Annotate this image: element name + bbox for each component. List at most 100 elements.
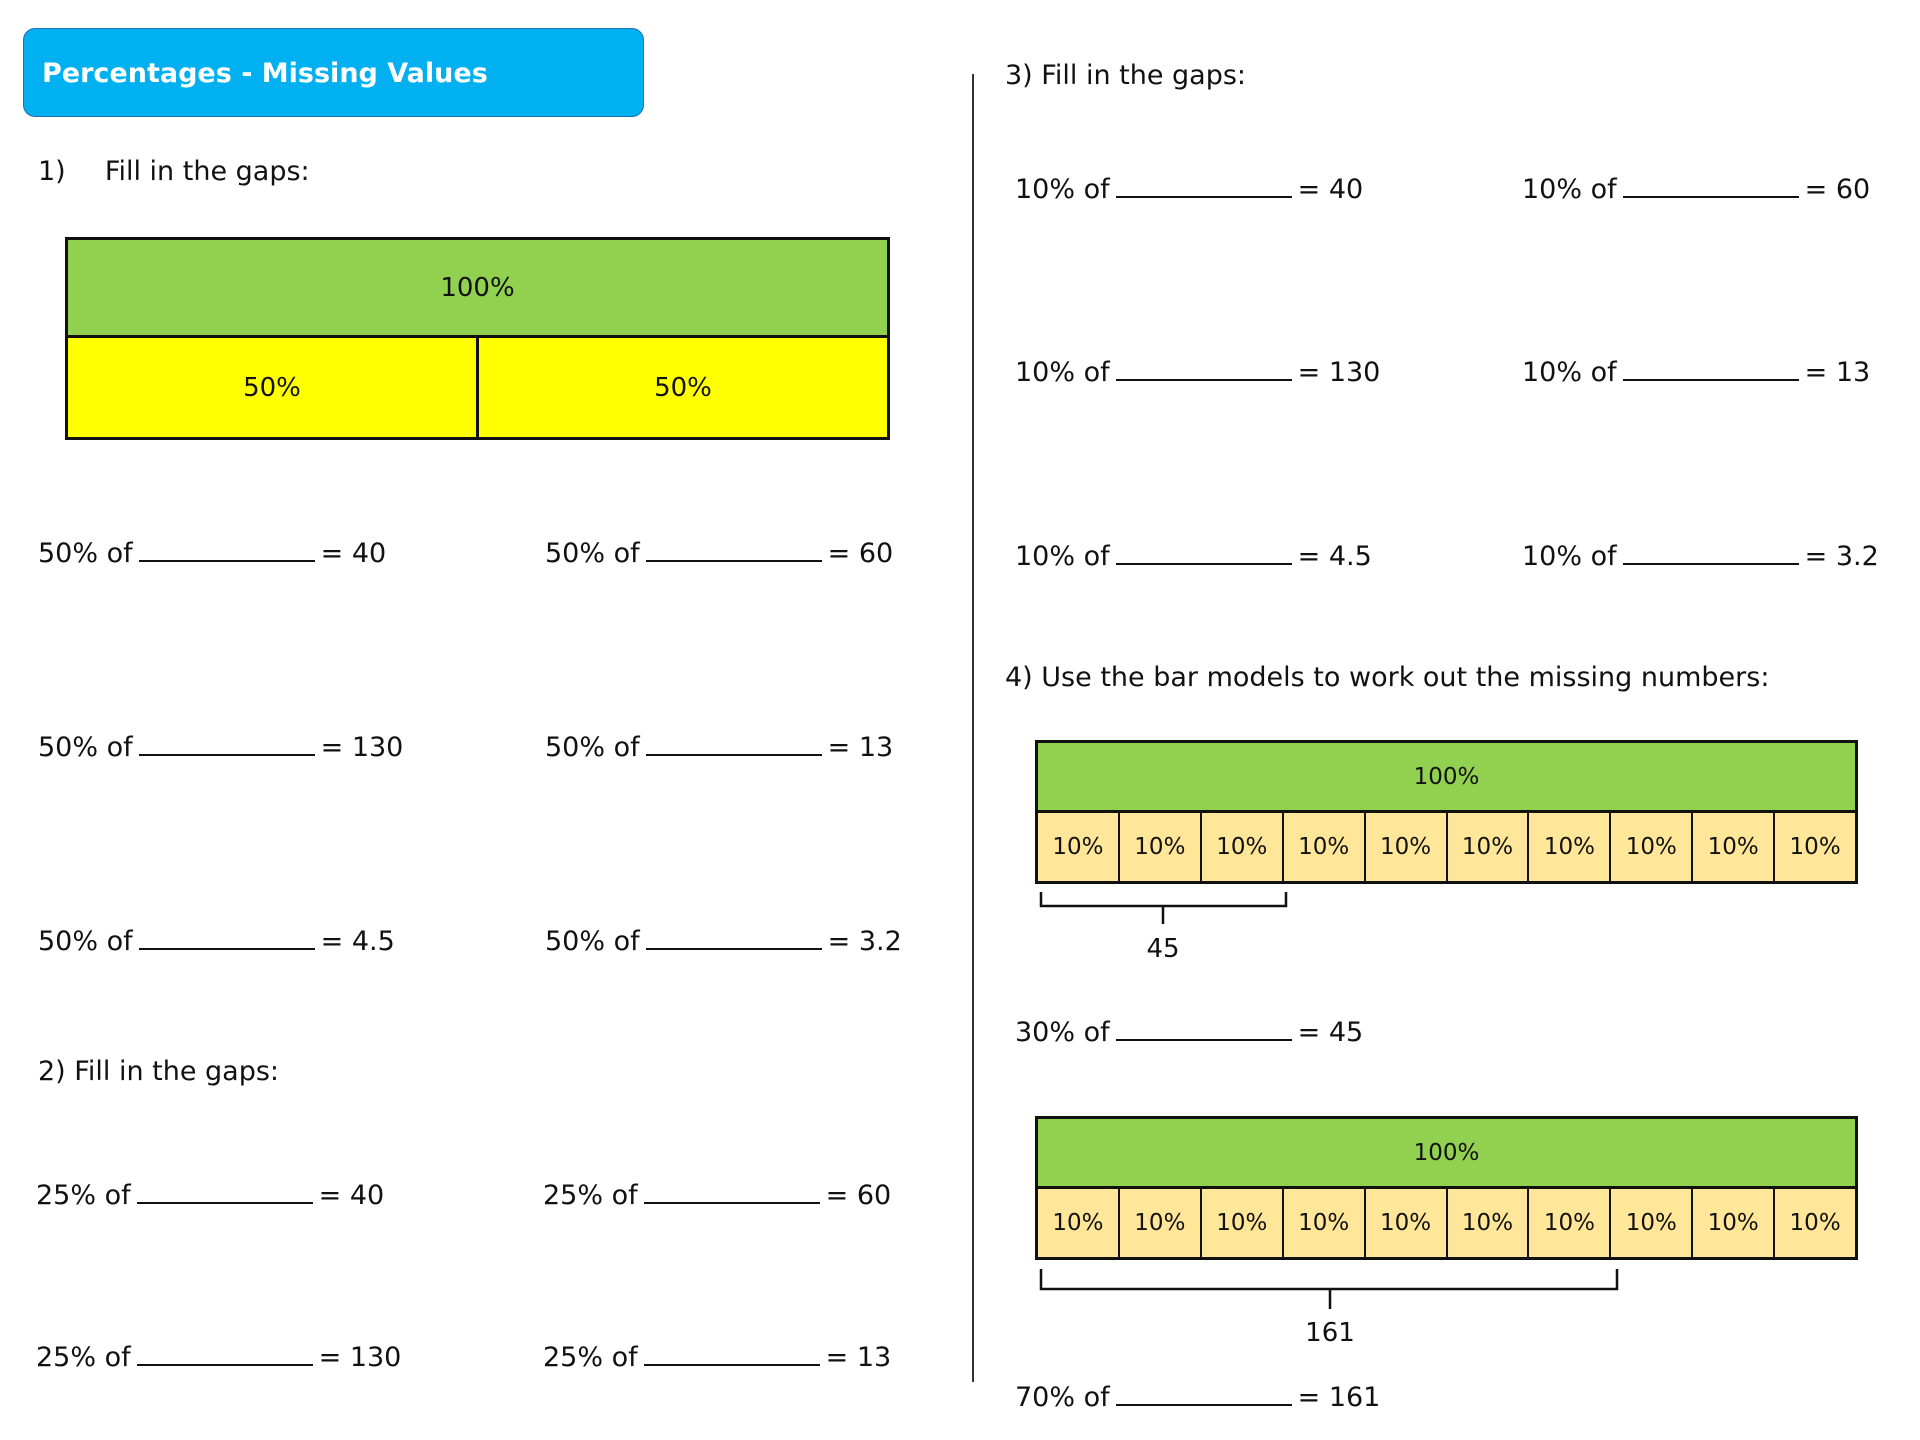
item-prefix: 10% of [1015,174,1110,205]
bar-part: 10% [1199,1189,1282,1257]
answer-blank[interactable] [136,1340,313,1366]
q2-heading: 2) Fill in the gaps: [38,1056,280,1087]
q1-bar-half-right: 50% [476,338,887,437]
answer-blank[interactable] [1115,539,1292,565]
item-prefix: 10% of [1015,357,1110,388]
answer-blank[interactable] [643,1340,820,1366]
answer-blank[interactable] [138,924,315,950]
bar-part: 10% [1117,813,1200,881]
bar-part: 10% [1527,813,1610,881]
q1-item-1: 50% of= 40 [38,536,386,572]
q3-item-4: 10% of = 13 [1522,355,1870,391]
answer-blank[interactable] [643,1178,820,1204]
bar-part: 10% [1527,1189,1610,1257]
q3-item-2: 10% of = 60 [1522,172,1870,208]
q1-bar-halves: 50% 50% [68,338,887,437]
item-prefix: 50% of [545,732,640,763]
answer-blank[interactable] [1622,539,1799,565]
q3-item-5: 10% of = 4.5 [1015,539,1372,575]
item-result: = 130 [320,732,404,763]
item-result: = 13 [825,1342,892,1373]
q4-brace-1 [1039,892,1288,924]
item-prefix: 50% of [545,926,640,957]
answer-blank[interactable] [645,536,822,562]
bar-part: 10% [1773,1189,1856,1257]
q4-bar-model-2: 100% 10% 10% 10% 10% 10% 10% 10% 10% 10%… [1035,1116,1858,1260]
item-result: = 13 [827,732,894,763]
q3-item-6: 10% of= 3.2 [1522,539,1879,575]
q2-item-2: 25% of= 60 [543,1178,891,1214]
bar-part: 10% [1281,813,1364,881]
bar-whole: 100% [1038,743,1855,813]
q1-item-3: 50% of = 130 [38,730,403,766]
q1-heading-text: Fill in the gaps: [104,156,310,187]
q4-item-2: 70% of = 161 [1015,1380,1380,1416]
item-prefix: 10% of [1522,541,1617,572]
page-title: Percentages - Missing Values [42,58,488,89]
item-result: = 60 [827,538,894,569]
q4-item-1: 30% of = 45 [1015,1015,1363,1051]
item-prefix: 50% of [545,538,640,569]
answer-blank[interactable] [1115,355,1292,381]
bar-part: 10% [1445,1189,1528,1257]
item-result: = 45 [1297,1017,1364,1048]
bar-part: 10% [1691,813,1774,881]
item-result: = 130 [1297,357,1381,388]
q4-brace-2 [1039,1269,1619,1309]
q1-item-4: 50% of = 13 [545,730,893,766]
item-result: = 60 [1804,174,1871,205]
item-prefix: 70% of [1015,1382,1110,1413]
q4-brace-value-2: 161 [1305,1318,1355,1348]
answer-blank[interactable] [1115,172,1292,198]
item-prefix: 10% of [1522,174,1617,205]
q1-bar-whole: 100% [68,240,887,338]
q1-item-6: 50% of = 3.2 [545,924,902,960]
q3-heading: 3) Fill in the gaps: [1005,60,1247,91]
bar-whole: 100% [1038,1119,1855,1189]
bar-part: 10% [1445,813,1528,881]
item-result: = 13 [1804,357,1871,388]
item-result: = 161 [1297,1382,1381,1413]
column-divider [972,74,974,1382]
item-prefix: 25% of [36,1180,131,1211]
answer-blank[interactable] [1115,1015,1292,1041]
item-prefix: 10% of [1015,541,1110,572]
bar-part: 10% [1117,1189,1200,1257]
answer-blank[interactable] [1115,1380,1292,1406]
answer-blank[interactable] [1622,172,1799,198]
item-result: = 3.2 [827,926,902,957]
item-prefix: 10% of [1522,357,1617,388]
item-result: = 4.5 [1297,541,1372,572]
bar-part: 10% [1609,1189,1692,1257]
bar-part: 10% [1363,1189,1446,1257]
bar-part: 10% [1038,813,1118,881]
bar-parts-row: 10% 10% 10% 10% 10% 10% 10% 10% 10% 10% [1038,813,1856,881]
bar-part: 10% [1281,1189,1364,1257]
bar-parts-row: 10% 10% 10% 10% 10% 10% 10% 10% 10% 10% [1038,1189,1856,1257]
q3-item-3: 10% of = 130 [1015,355,1380,391]
answer-blank[interactable] [138,730,315,756]
item-prefix: 50% of [38,732,133,763]
item-prefix: 25% of [543,1180,638,1211]
q1-item-5: 50% of= 4.5 [38,924,395,960]
answer-blank[interactable] [645,730,822,756]
answer-blank[interactable] [645,924,822,950]
q4-brace-value-1: 45 [1146,934,1180,964]
bar-part: 10% [1609,813,1692,881]
item-prefix: 25% of [543,1342,638,1373]
answer-blank[interactable] [138,536,315,562]
bar-part: 10% [1363,813,1446,881]
q4-heading: 4) Use the bar models to work out the mi… [1005,662,1770,693]
item-result: = 130 [318,1342,402,1373]
q3-item-1: 10% of = 40 [1015,172,1363,208]
q1-number: 1) [38,156,66,187]
answer-blank[interactable] [136,1178,313,1204]
item-result: = 40 [1297,174,1364,205]
item-prefix: 30% of [1015,1017,1110,1048]
item-result: = 40 [318,1180,385,1211]
answer-blank[interactable] [1622,355,1799,381]
bar-part: 10% [1038,1189,1118,1257]
bar-part: 10% [1691,1189,1774,1257]
q1-bar-model: 100% 50% 50% [65,237,890,440]
q1-heading: 1) Fill in the gaps: [38,156,310,187]
